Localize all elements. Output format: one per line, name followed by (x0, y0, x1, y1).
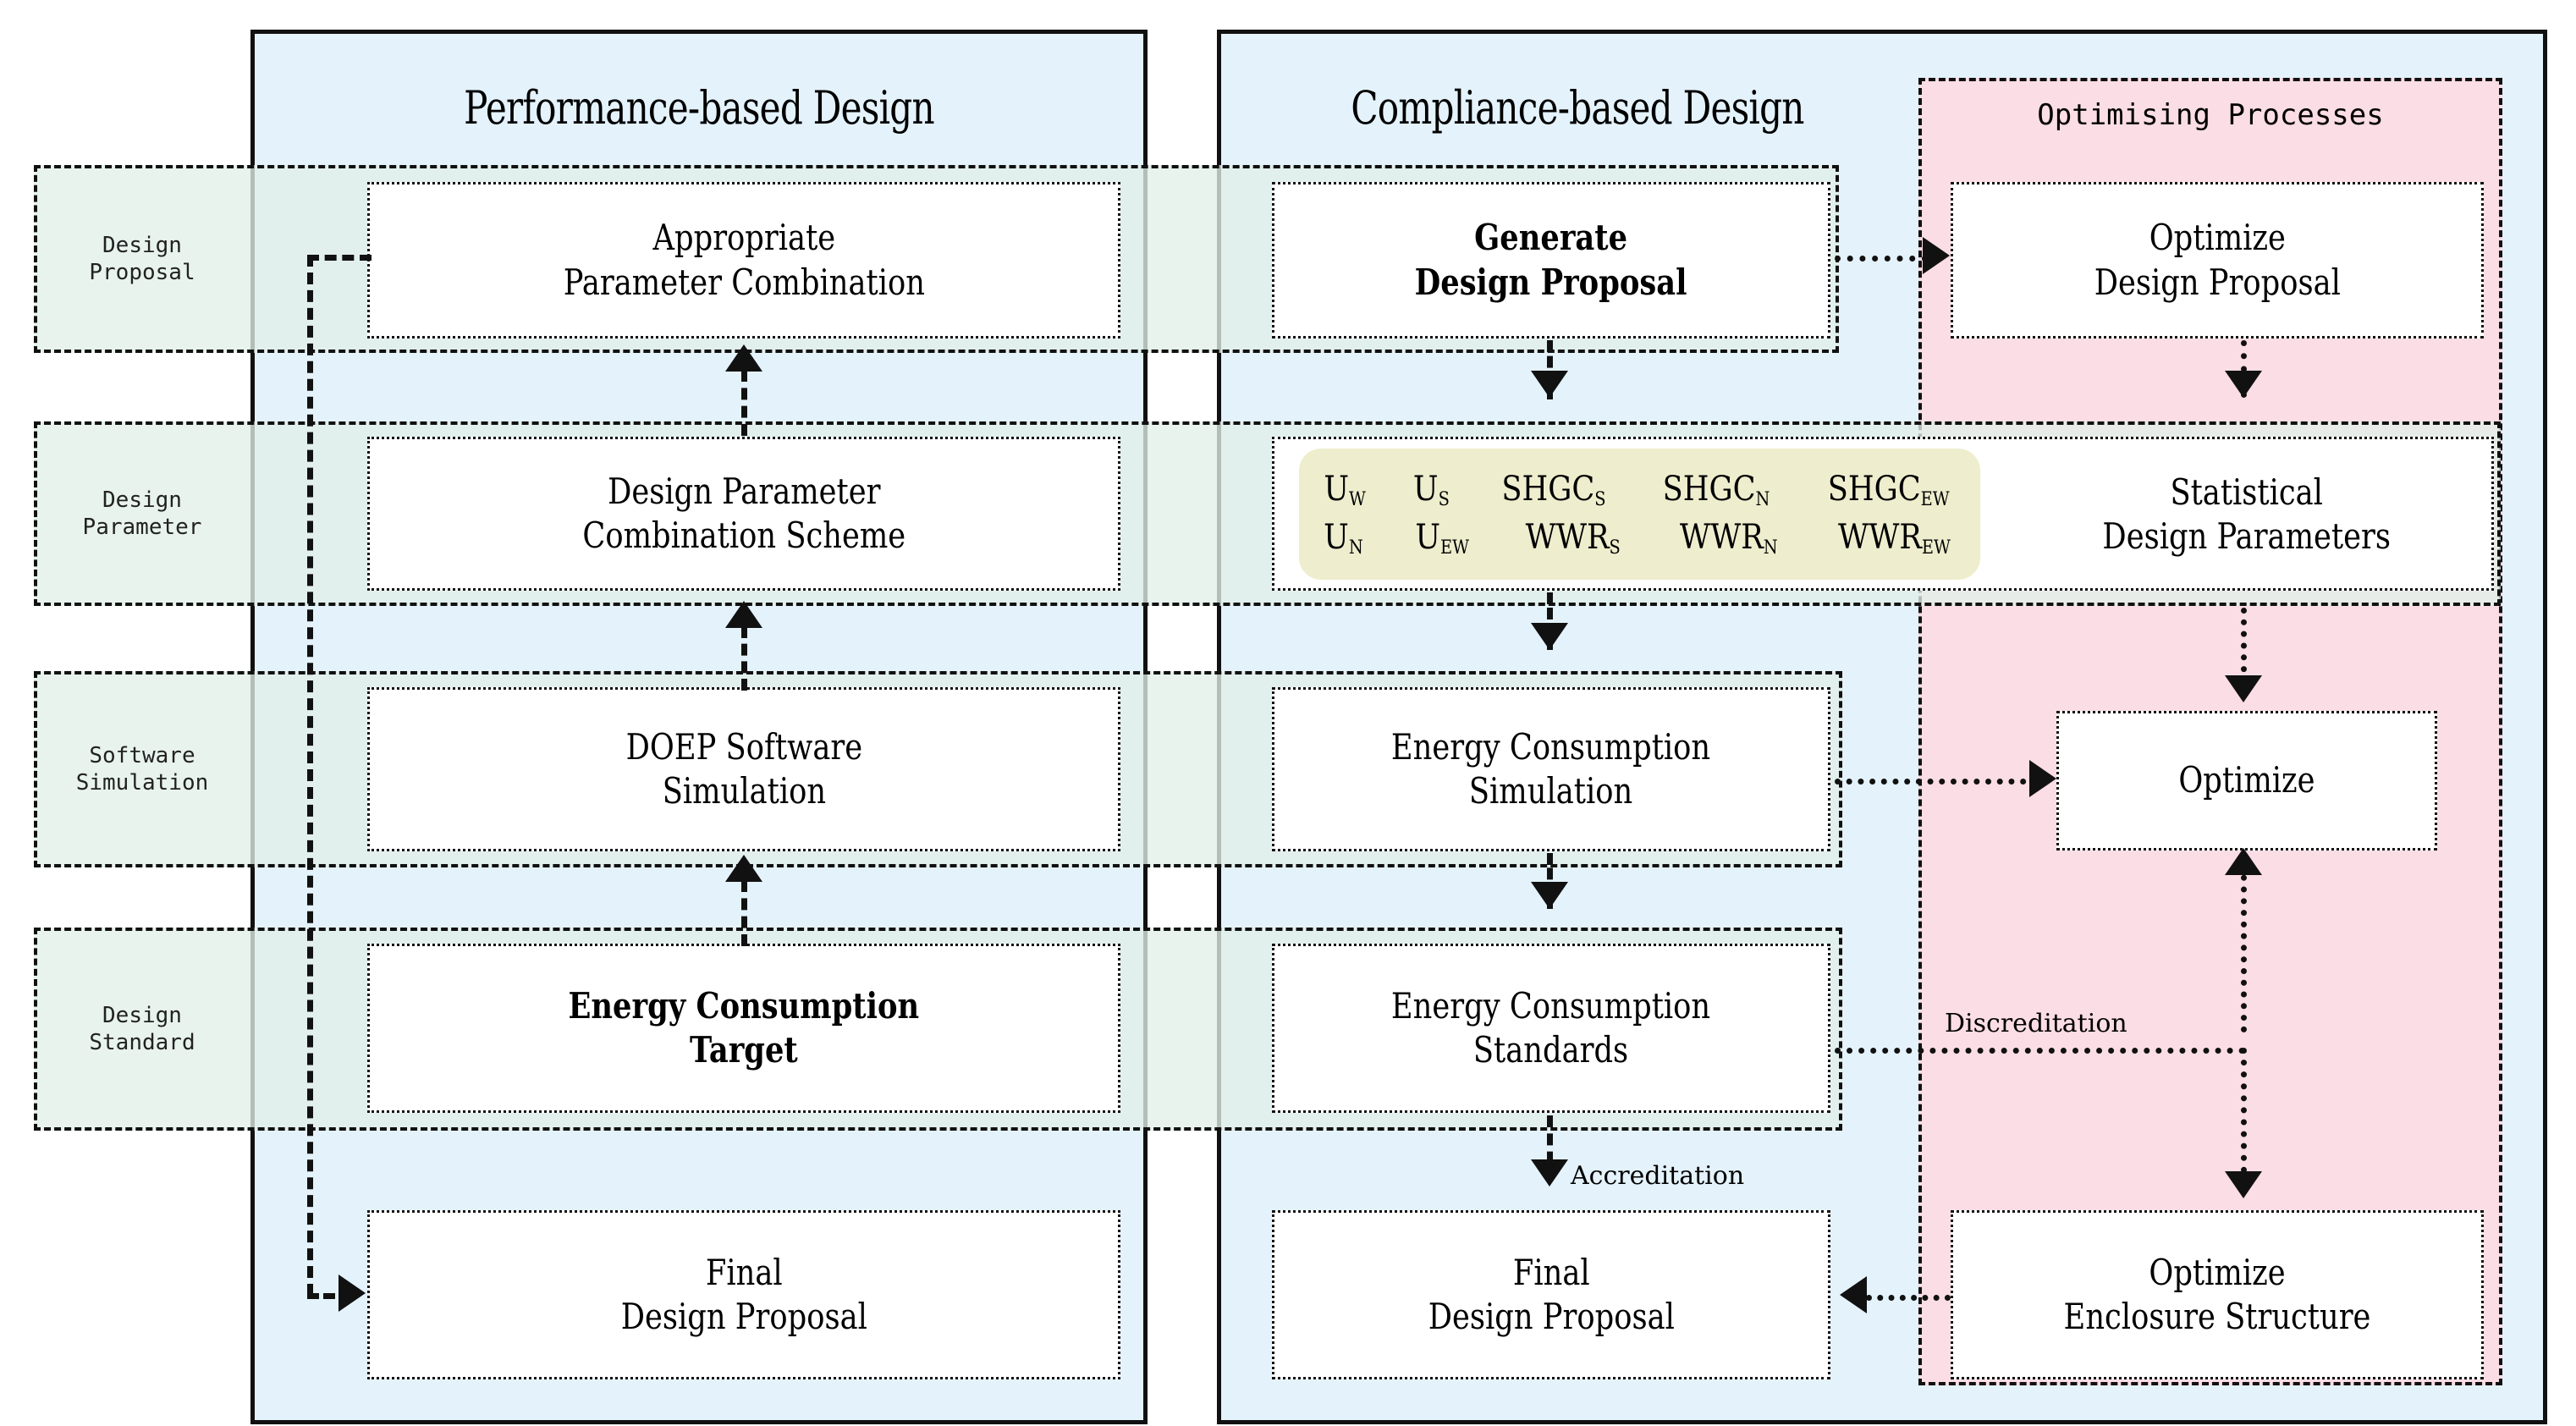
optimising-processes-title: Optimising Processes (2037, 98, 2384, 132)
arrowhead-right-optimize-proposal (1923, 237, 1950, 274)
node-label: Design Parameter Combination Scheme (582, 470, 905, 557)
arrowhead-left-final-right (1840, 1276, 1867, 1313)
node-label: Energy Consumption Simulation (1391, 725, 1711, 812)
arrowhead-up-simulation (725, 855, 762, 882)
arrowhead-up-scheme (725, 601, 762, 628)
connector-statistical-to-optimize (2241, 608, 2247, 684)
parameter-chip-group: UW US SHGCS SHGCN SHGCEW UN UEW WWRS WWR… (1299, 449, 1980, 580)
row-label-design-proposal: Design Proposal (37, 165, 247, 353)
panel-title-performance: Performance-based Design (464, 81, 934, 135)
param-shgc-s: SHGCS (1501, 470, 1606, 511)
param-u-ew: UEW (1415, 517, 1470, 559)
param-shgc-ew: SHGCEW (1828, 470, 1951, 511)
connector-generate-to-optimize-proposal (1835, 256, 1928, 262)
node-label: DOEP Software Simulation (625, 725, 862, 812)
connector-combination-feedback-top (307, 255, 372, 261)
arrowhead-down-optimize (2225, 675, 2262, 702)
arrowhead-right-final-left (339, 1275, 366, 1312)
node-label: Final Design Proposal (1428, 1251, 1675, 1338)
connector-simulation-to-scheme (741, 626, 747, 691)
node-generate-design-proposal[interactable]: Generate Design Proposal (1272, 182, 1830, 339)
node-left-final-design-proposal[interactable]: Final Design Proposal (367, 1210, 1120, 1379)
row-label-text: Software Simulation (75, 742, 209, 796)
edge-label-accreditation: Accreditation (1571, 1161, 1745, 1191)
arrowhead-down-ec-simulation (1531, 623, 1568, 650)
node-optimize-design-proposal[interactable]: Optimize Design Proposal (1951, 182, 2484, 339)
arrowhead-up-optimize (2225, 848, 2262, 875)
param-u-w: UW (1324, 470, 1366, 511)
node-right-final-design-proposal[interactable]: Final Design Proposal (1272, 1210, 1830, 1379)
connector-target-to-simulation (741, 880, 747, 946)
arrowhead-right-optimize (2029, 760, 2056, 797)
node-label: Energy Consumption Standards (1391, 984, 1711, 1071)
param-u-n: UN (1324, 517, 1363, 559)
node-appropriate-parameter-combination[interactable]: Appropriate Parameter Combination (367, 182, 1120, 339)
node-optimize[interactable]: Optimize (2056, 711, 2437, 851)
connector-standards-to-discreditation (1835, 1048, 2245, 1054)
node-label: Energy Consumption Target (568, 984, 920, 1071)
connector-combination-feedback-vertical (307, 255, 313, 1296)
arrowhead-down-final-right (1531, 1159, 1568, 1186)
row-label-text: Design Parameter (82, 487, 202, 541)
row-label-text: Design Proposal (89, 232, 195, 286)
connector-simulation-to-standards (1547, 853, 1553, 909)
node-label: Optimize Design Proposal (2094, 217, 2341, 303)
node-energy-consumption-simulation[interactable]: Energy Consumption Simulation (1272, 687, 1830, 851)
row-label-software-simulation: Software Simulation (37, 671, 247, 867)
connector-generate-to-parameters (1547, 340, 1553, 399)
node-doep-software-simulation[interactable]: DOEP Software Simulation (367, 687, 1120, 851)
connector-up-to-optimize (2241, 863, 2247, 1032)
node-statistical-design-parameters[interactable]: Statistical Design Parameters (1997, 446, 2496, 583)
param-u-s: US (1413, 470, 1450, 511)
node-label: Appropriate Parameter Combination (563, 217, 925, 303)
arrowhead-up-combination (725, 344, 762, 372)
connector-enclosure-to-final (1866, 1295, 1951, 1301)
node-design-parameter-combination-scheme[interactable]: Design Parameter Combination Scheme (367, 437, 1120, 591)
connector-parameters-to-simulation (1547, 592, 1553, 650)
param-wwr-ew: WWREW (1837, 517, 1951, 559)
connector-ec-simulation-to-optimize (1835, 779, 2038, 785)
param-wwr-s: WWRS (1525, 517, 1621, 559)
row-label-design-parameter: Design Parameter (37, 421, 247, 606)
connector-standards-to-final (1547, 1115, 1553, 1181)
param-shgc-n: SHGCN (1662, 470, 1770, 511)
node-label: Optimize Enclosure Structure (2063, 1251, 2371, 1338)
arrowhead-down-standards (1531, 882, 1568, 909)
node-energy-consumption-target[interactable]: Energy Consumption Target (367, 944, 1120, 1113)
node-label: Generate Design Proposal (1415, 217, 1687, 303)
node-label: Optimize (2178, 759, 2315, 801)
param-wwr-n: WWRN (1679, 517, 1778, 559)
parameter-row-1: UW US SHGCS SHGCN SHGCEW (1321, 470, 1958, 510)
node-label: Final Design Proposal (620, 1251, 867, 1338)
edge-label-discreditation: Discreditation (1945, 1009, 2127, 1038)
connector-optimize-proposal-to-statistical (2241, 340, 2247, 398)
node-optimize-enclosure-structure[interactable]: Optimize Enclosure Structure (1951, 1210, 2484, 1379)
node-label: Statistical Design Parameters (2102, 471, 2392, 558)
connector-discreditation-vertical (2241, 1048, 2247, 1185)
row-label-design-standard: Design Standard (37, 928, 247, 1131)
arrowhead-down-statistical (2225, 371, 2262, 398)
connector-scheme-to-combination (741, 370, 747, 436)
arrowhead-down-enclosure (2225, 1171, 2262, 1198)
node-energy-consumption-standards[interactable]: Energy Consumption Standards (1272, 944, 1830, 1113)
arrowhead-down-parameters (1531, 371, 1568, 398)
parameter-row-2: UN UEW WWRS WWRN WWREW (1321, 518, 1958, 559)
panel-title-compliance: Compliance-based Design (1351, 81, 1804, 135)
row-label-text: Design Standard (89, 1002, 195, 1056)
connector-feedback-into-final (307, 1293, 351, 1299)
